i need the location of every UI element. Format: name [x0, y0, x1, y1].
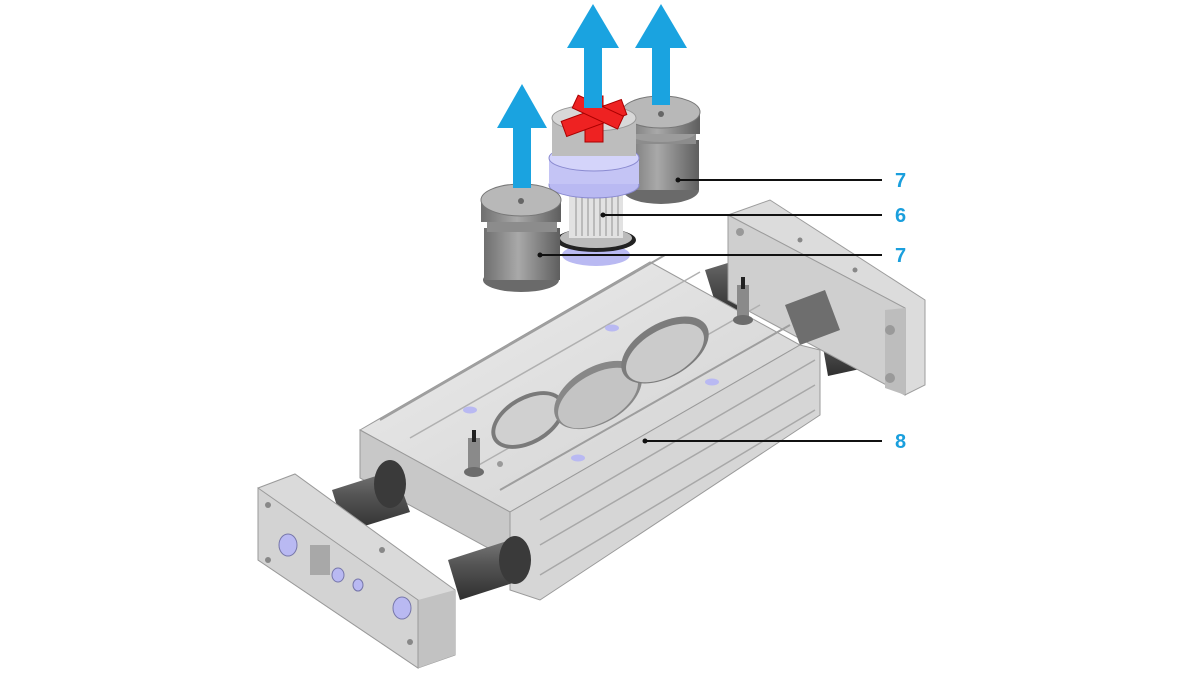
end-plate-left [257, 473, 456, 669]
callout-upper-bushing: 7 [675, 170, 906, 192]
right-bushing-arrow [635, 4, 687, 105]
left-bushing-arrow [497, 84, 547, 188]
slide-base [257, 199, 926, 669]
sensor-left [464, 430, 503, 477]
end-plate-right [726, 199, 926, 396]
callout-slide-plate: 8 [642, 431, 906, 453]
callout-coupling-assembly: 6 [600, 205, 906, 227]
callout-label: 6 [895, 205, 906, 227]
coupling-arrow [567, 4, 619, 108]
callout-label: 7 [895, 170, 906, 192]
callout-lower-bushing: 7 [537, 245, 906, 267]
sensor-right [733, 277, 753, 325]
callout-label: 7 [895, 245, 906, 267]
callout-label: 8 [895, 431, 906, 453]
guide-rod-front [332, 460, 531, 600]
bushing-lower-left [480, 183, 562, 292]
coupling-assembly [548, 94, 640, 266]
